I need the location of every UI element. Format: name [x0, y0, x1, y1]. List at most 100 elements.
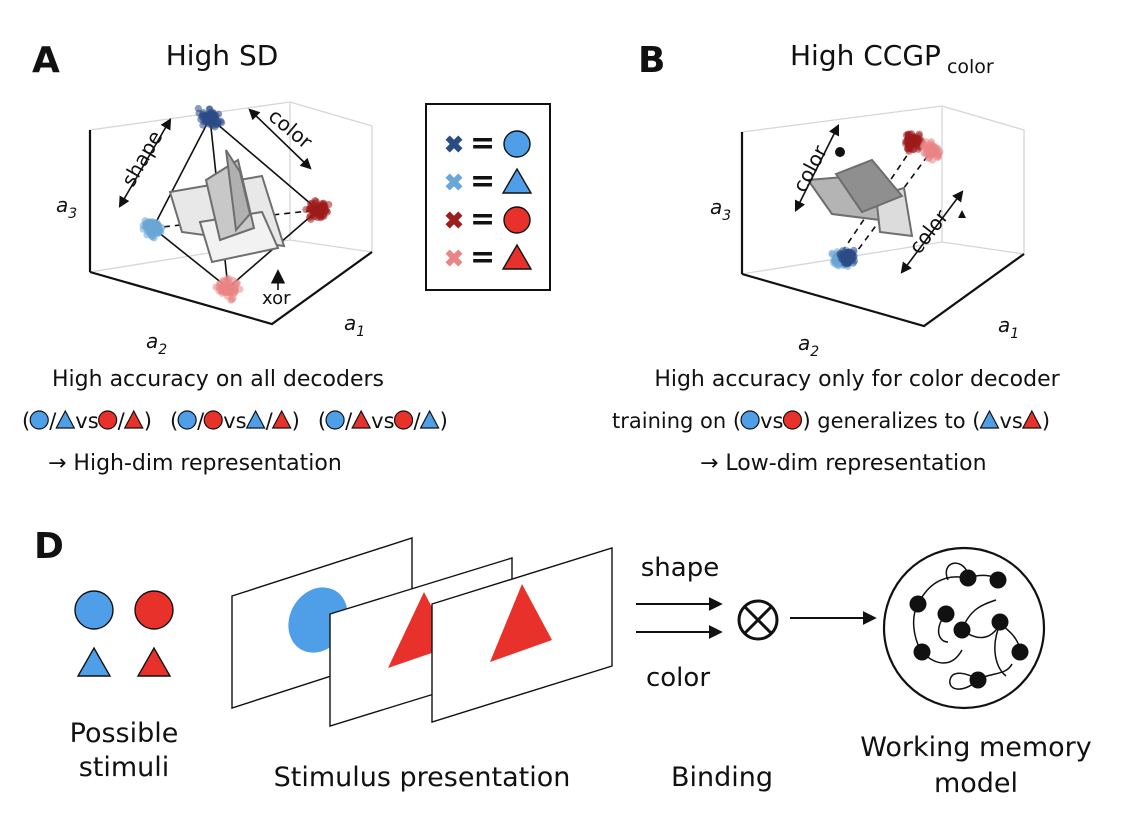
panel-a-clusters [139, 104, 333, 304]
panel-a-caption-line1: High accuracy on all decoders [52, 367, 384, 392]
cluster-dark-red [902, 130, 926, 155]
panel-d: D Possible stimuli Stimulus presentat [34, 526, 1092, 799]
panel-b-axis-a1: a1 [998, 313, 1019, 342]
binding-operator-icon [737, 599, 779, 641]
triangle-icon [245, 409, 266, 429]
cluster-dark-red [302, 197, 333, 223]
slash: / [49, 409, 57, 433]
panel-a-title: High SD [166, 39, 279, 72]
paren: ) [292, 409, 300, 433]
binding-label: Binding [671, 762, 773, 793]
model-label-1: Working memory [860, 732, 1092, 763]
legend-equals: = [470, 240, 495, 275]
legend-equals: = [470, 202, 495, 237]
paren: ( [170, 409, 178, 433]
panel-b-caption-line3: → Low-dim representation [700, 451, 987, 476]
triangle-icon [123, 409, 144, 429]
shape-double-arrow [118, 118, 172, 208]
triangle-icon [979, 409, 1000, 429]
red-triangle-stimulus [136, 646, 172, 677]
possible-stimuli [74, 590, 174, 677]
panel-b-letter: B [638, 40, 665, 81]
paren: ) [1042, 409, 1050, 433]
slash: / [414, 409, 422, 433]
circle-icon [503, 130, 531, 158]
vs-text: vs [760, 409, 783, 433]
triangle-icon [351, 409, 372, 429]
cluster-light-red [212, 275, 244, 304]
panel-b-axis-a3: a3 [710, 195, 731, 224]
input-shape-label: shape [641, 553, 719, 583]
panel-a-axis-a3: a3 [56, 193, 77, 222]
panel-a-axis-a2: a2 [146, 329, 167, 358]
triangle-icon [501, 167, 533, 194]
paren: ( [22, 409, 30, 433]
stimuli-label-2: stimuli [79, 752, 170, 783]
decoder-2: ( / vs /) [170, 409, 300, 433]
panel-b-caption-line1: High accuracy only for color decoder [654, 367, 1060, 392]
vs-text: vs [371, 409, 394, 433]
working-memory-network [882, 546, 1046, 710]
panel-b-decoder-planes [806, 158, 914, 238]
stimuli-label-1: Possible [70, 718, 179, 749]
slash: / [118, 409, 126, 433]
triangle-icon [1021, 409, 1042, 429]
circle-icon [503, 206, 531, 234]
slash: / [266, 409, 274, 433]
cluster-light-red [919, 138, 944, 164]
paren: ( [318, 409, 326, 433]
panel-a-letter: A [32, 40, 60, 81]
vs-text: vs [75, 409, 98, 433]
panel-d-letter: D [34, 526, 64, 567]
panel-a-label-color: color [264, 104, 318, 155]
circle-icon [740, 410, 760, 430]
legend-row-light-red: = [444, 240, 533, 275]
legend-row-dark-blue: = [444, 126, 531, 161]
panel-a-label-shape: shape [116, 126, 167, 190]
vs-text: vs [223, 409, 246, 433]
circle-icon [177, 410, 197, 430]
panel-a-caption-line3: → High-dim representation [48, 451, 342, 476]
stimulus-frames [231, 537, 613, 727]
input-color-label: color [646, 663, 710, 693]
blue-triangle-stimulus [76, 646, 112, 677]
presentation-label: Stimulus presentation [274, 762, 571, 793]
slash: / [197, 409, 205, 433]
circle-icon [203, 410, 223, 430]
color-arrow-circles [794, 123, 840, 213]
circle-icon [393, 410, 414, 430]
triangle-icon [271, 409, 292, 429]
panel-b-generalization-sentence: training on (vs) generalizes to (vs) [612, 409, 1050, 433]
triangle-marker-icon [958, 210, 966, 218]
circle-icon [325, 410, 345, 430]
circle-icon [29, 410, 49, 430]
blue-circle-stimulus [74, 590, 114, 630]
frame-3 [431, 547, 613, 723]
legend-equals: = [470, 164, 495, 199]
slash: / [345, 409, 353, 433]
panel-a-axis-a1: a1 [344, 311, 365, 340]
paren: ) [144, 409, 152, 433]
panel-b-clusters [828, 130, 944, 271]
caption-training-text: training on ( [612, 409, 741, 433]
cluster-dark-blue [836, 246, 859, 268]
color-double-arrow [248, 108, 312, 170]
red-circle-stimulus [134, 590, 174, 630]
circle-icon [98, 410, 118, 430]
panel-a: A High SD a3 a2 a1 [22, 39, 448, 476]
color-arrow-triangles [900, 190, 964, 274]
decoder-1: ( / vs /) [22, 409, 152, 433]
triangle-icon [419, 409, 440, 429]
panel-a-decoder-planes [168, 149, 286, 264]
cluster-dark-blue [194, 104, 226, 131]
frame-3-red-triangle [490, 584, 552, 662]
circle-icon [782, 410, 803, 430]
triangle-icon [55, 409, 76, 429]
legend-row-dark-red: = [444, 202, 531, 237]
panel-a-decoder-list: (/vs/)(/vs/)(/vs/) [22, 409, 448, 433]
triangle-icon [501, 243, 533, 270]
decoder-3: (/vs/) [318, 409, 448, 433]
